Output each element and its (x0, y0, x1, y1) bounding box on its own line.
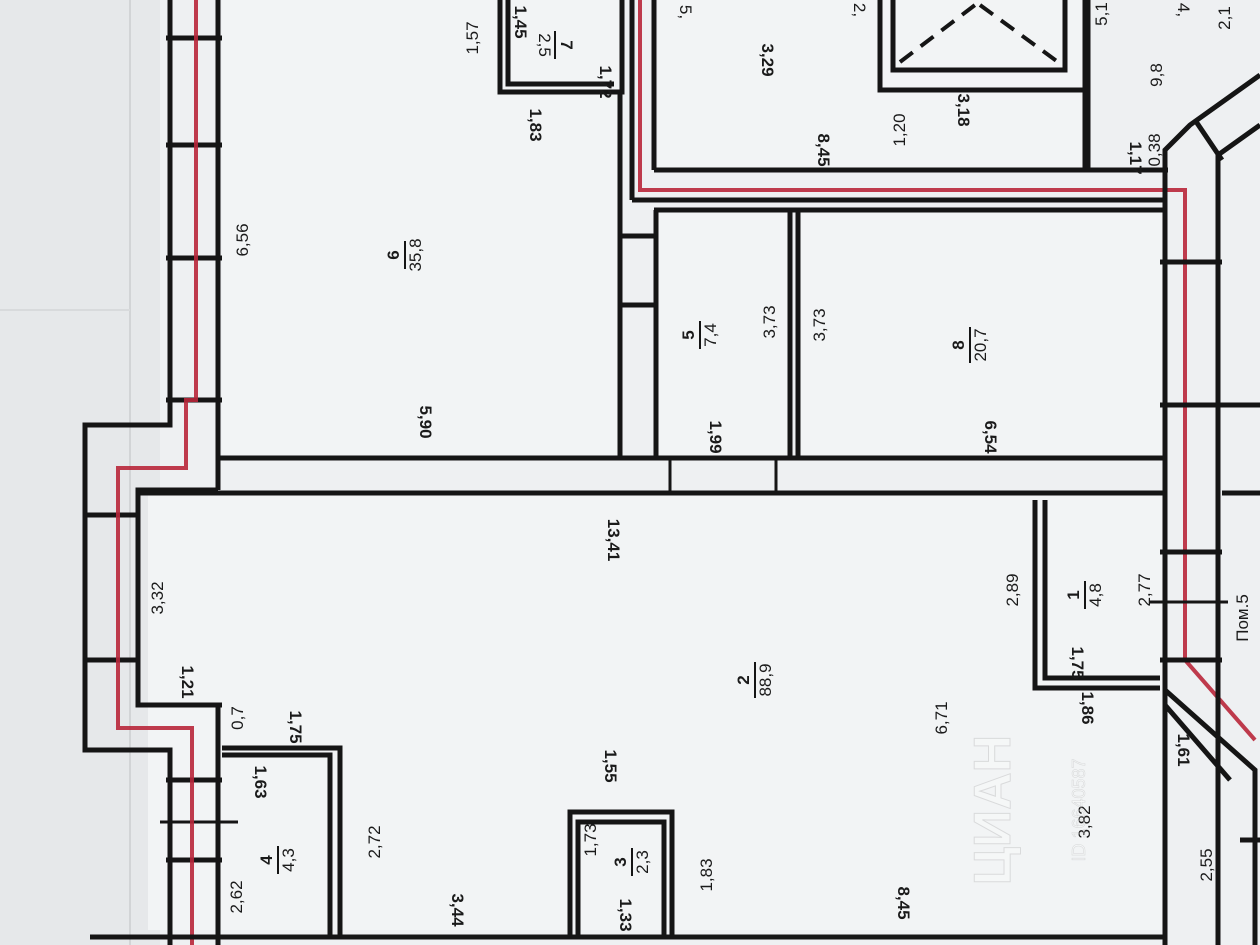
exterior-wall-right (1150, 72, 1260, 945)
dimension-labels-cw: 1,45 1,72 1,83 5,90 1,99 6,54 13,41 1,21… (178, 3, 1193, 932)
room-7-label: 7 2,5 (535, 31, 576, 59)
dim-5-a: 5, (676, 5, 695, 19)
room-8-number: 8 (949, 340, 968, 349)
dim-1-57: 1,57 (463, 21, 482, 54)
dim-3-32: 3,32 (148, 581, 167, 614)
dim-2-1: 2,1 (1215, 6, 1234, 30)
dim-1-55: 1,55 (601, 749, 620, 782)
room-5-area: 7,4 (701, 323, 720, 347)
dim-1-75-a: 1,75 (286, 710, 305, 743)
dim-3-73-a: 3,73 (760, 305, 779, 338)
dim-5-1: 5,1 (1092, 2, 1111, 26)
dim-2-72: 2,72 (365, 825, 384, 858)
interior-walls (138, 0, 1168, 496)
red-boundary-line (116, 0, 1257, 945)
dim-3-44: 3,44 (448, 893, 467, 927)
dim-1-20: 1,20 (890, 113, 909, 146)
watermark: ЦИАН ID 16640587 (964, 734, 1090, 885)
watermark-brand: ЦИАН (964, 735, 1022, 885)
room-3-number: 3 (611, 857, 630, 866)
room-4-number: 4 (257, 855, 276, 865)
room-8-label: 8 20,7 (949, 327, 990, 363)
watermark-id: ID 16640587 (1069, 758, 1089, 861)
dim-3-18: 3,18 (954, 93, 973, 126)
dim-2-55: 2,55 (1197, 848, 1216, 881)
shaft-marker (898, 3, 1060, 64)
dim-2-62: 2,62 (227, 880, 246, 913)
room-1-number: 1 (1064, 590, 1083, 599)
dim-1-99: 1,99 (706, 420, 725, 453)
dim-8-45-b: 8,45 (814, 133, 833, 166)
pom-5-label: Пом.5 (1233, 594, 1252, 642)
dim-6-54: 6,54 (981, 420, 1000, 454)
dim-1-73: 1,73 (581, 823, 600, 856)
room-6-area: 35,8 (406, 238, 425, 271)
dim-9-8: 9,8 (1147, 63, 1166, 87)
dim-2-77: 2,77 (1135, 573, 1154, 606)
room-4-label: 4 4,3 (257, 846, 298, 874)
dim-8-45-a: 8,45 (894, 886, 913, 919)
dim-6-71: 6,71 (932, 701, 951, 734)
small-room-walls (90, 500, 1165, 940)
dim-0-7: 0,7 (228, 706, 247, 730)
dim-2-a: 2, (850, 3, 869, 17)
room-6-number: 6 (384, 250, 403, 259)
dim-1-17: 1,17 (1126, 141, 1145, 174)
dim-1-83-b: 1,83 (697, 858, 716, 891)
room-5-label: 5 7,4 (679, 321, 720, 349)
room-2-area: 88,9 (756, 663, 775, 696)
dim-3-73-b: 3,73 (810, 308, 829, 341)
room-5-number: 5 (679, 330, 698, 339)
dim-1-21: 1,21 (178, 665, 197, 698)
dim-6-56: 6,56 (233, 223, 252, 256)
dim-0-38: 0,38 (1145, 133, 1164, 166)
room-2-label: 2 88,9 (734, 662, 775, 698)
dim-13-41: 13,41 (604, 519, 623, 562)
room-8-area: 20,7 (971, 328, 990, 361)
dim-3-82: 3,82 (1075, 805, 1094, 838)
room-floors (148, 0, 1164, 930)
room-4-area: 4,3 (279, 848, 298, 872)
dim-1-33: 1,33 (616, 898, 635, 931)
room-6-label: 6 35,8 (384, 238, 425, 271)
dim-4-a: 4, (1174, 3, 1193, 17)
dim-1-86: 1,86 (1078, 691, 1097, 724)
room-3-label: 3 2,3 (611, 848, 652, 876)
dim-1-72: 1,72 (596, 65, 615, 98)
dim-5-90: 5,90 (416, 405, 435, 438)
room-7-area: 2,5 (535, 33, 554, 57)
dim-1-45: 1,45 (511, 5, 530, 38)
dim-1-83: 1,83 (526, 108, 545, 141)
left-margin-shade (0, 0, 160, 945)
dim-2-89: 2,89 (1003, 573, 1022, 606)
room-1-label: 1 4,8 (1064, 581, 1105, 609)
room-2-number: 2 (734, 675, 753, 684)
dim-1-63: 1,63 (251, 765, 270, 798)
dimension-labels-ccw: 6,56 1,57 3,73 3,73 3,32 0,7 2,72 2,62 1… (148, 2, 1252, 913)
room-3-area: 2,3 (633, 850, 652, 874)
room-1-area: 4,8 (1086, 583, 1105, 607)
room-7-number: 7 (557, 40, 576, 49)
dim-1-61: 1,61 (1174, 733, 1193, 766)
dim-1-75-b: 1,75 (1068, 646, 1087, 679)
dim-3-29: 3,29 (758, 43, 777, 76)
